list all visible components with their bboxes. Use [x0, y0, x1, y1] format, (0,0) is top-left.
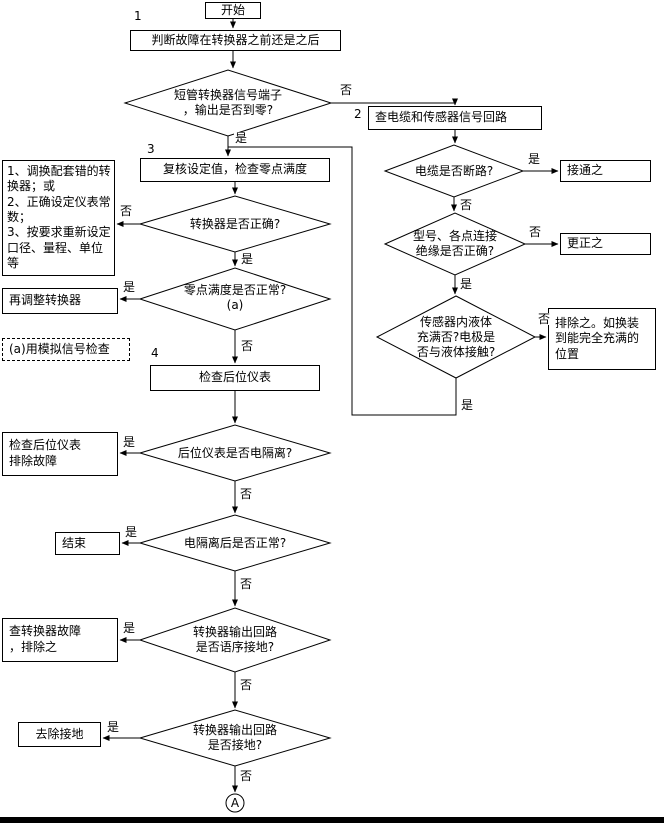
decision-shape-rear-isolated — [138, 424, 332, 482]
decision-shape-model-insulation — [383, 212, 527, 276]
branch-yes-label: 是 — [122, 435, 137, 449]
process-connect-it: 接通之 — [560, 160, 651, 182]
step-number-4: 4 — [150, 346, 160, 360]
process-correct-it: 更正之 — [560, 233, 651, 255]
process-fix-steps: 1、调换配套错的转换器；或 2、正确设定仪表常数； 3、按要求重新设定口径、量程… — [2, 160, 115, 276]
branch-no-label: 否 — [537, 312, 552, 326]
decision-shape-cable-open — [383, 144, 525, 198]
branch-no-label: 否 — [239, 577, 254, 591]
decision-shape-output-grounded — [138, 709, 332, 767]
process-eliminate-refill: 排除之。如换装 到能完全充满的 位置 — [548, 308, 656, 370]
process-check-converter-fault: 查转换器故障 ，排除之 — [2, 618, 118, 662]
branch-no-label: 否 — [119, 204, 134, 218]
fix-step-1: 1、调换配套错的转换器；或 — [7, 164, 111, 194]
branch-no-label: 否 — [239, 769, 254, 783]
process-check-rear-fix: 检查后位仪表 排除故障 — [2, 432, 118, 476]
branch-yes-label: 是 — [122, 621, 137, 635]
process-judge-fault: 判断故障在转换器之前还是之后 — [130, 30, 341, 51]
decision-shape-sensor-liquid — [375, 295, 537, 379]
process-recheck-setpoint: 复核设定值，检查零点满度 — [140, 158, 330, 182]
fix-step-3: 3、按要求重新设定口径、量程、单位等 — [7, 225, 111, 271]
step-number-1: 1 — [133, 9, 143, 23]
process-remove-ground: 去除接地 — [18, 722, 101, 747]
branch-yes-label: 是 — [240, 252, 255, 266]
decision-shape-output-grounded-seq — [138, 607, 332, 673]
start-node: 开始 — [205, 2, 261, 19]
bottom-border — [0, 817, 664, 823]
branch-no-label: 否 — [240, 339, 255, 353]
branch-no-label: 否 — [239, 487, 254, 501]
end-node: 结束 — [55, 532, 120, 555]
branch-no-label: 否 — [239, 678, 254, 692]
connector-lines — [102, 19, 559, 793]
note-analog-check: (a)用模拟信号检查 — [2, 338, 130, 361]
decision-shape-converter-ok — [138, 195, 332, 253]
connector-a-label: A — [230, 796, 240, 810]
decision-shape-short-signal — [123, 69, 333, 137]
process-check-rear-meter: 检查后位仪表 — [150, 365, 320, 391]
branch-no-label: 否 — [459, 198, 474, 212]
branch-no-label: 否 — [339, 83, 354, 97]
decision-shape-after-isolation — [138, 514, 332, 572]
branch-no-label: 否 — [528, 225, 543, 239]
branch-yes-label: 是 — [234, 131, 249, 145]
step-number-2: 2 — [353, 107, 363, 121]
step-number-3: 3 — [146, 142, 156, 156]
process-check-cable: 查电缆和传感器信号回路 — [368, 106, 542, 130]
fix-step-2: 2、正确设定仪表常数； — [7, 194, 111, 225]
process-readjust-converter: 再调整转换器 — [2, 288, 118, 314]
branch-yes-label: 是 — [122, 280, 137, 294]
branch-yes-label: 是 — [459, 277, 474, 291]
connector-a-circle — [225, 793, 245, 813]
branch-yes-label: 是 — [527, 152, 542, 166]
branch-yes-label: 是 — [460, 398, 475, 412]
branch-yes-label: 是 — [124, 525, 139, 539]
branch-yes-label: 是 — [106, 720, 121, 734]
decision-shape-zero-span — [138, 267, 332, 331]
